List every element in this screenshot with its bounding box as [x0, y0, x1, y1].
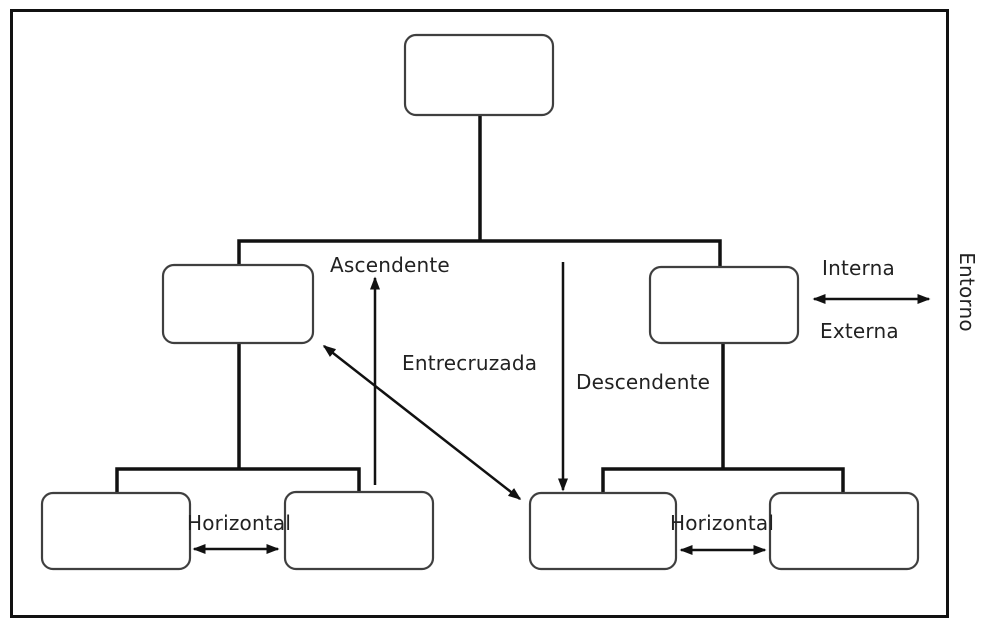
org-box-top	[403, 33, 555, 117]
org-box-mid-left	[161, 263, 315, 345]
label-horizontal-left: Horizontal	[187, 511, 291, 535]
label-externa: Externa	[820, 319, 899, 343]
label-entrecruzada: Entrecruzada	[402, 351, 537, 375]
flow-arrows	[192, 262, 931, 555]
label-entorno: Entorno	[955, 252, 979, 332]
entrecruzada-arrow	[322, 345, 522, 500]
connector-right-bar	[601, 467, 845, 494]
label-interna: Interna	[822, 256, 895, 280]
label-ascendente: Ascendente	[330, 253, 450, 277]
label-descendente: Descendente	[576, 370, 710, 394]
org-box-mid-right	[648, 265, 800, 345]
connector-top-bar	[237, 239, 722, 268]
org-boxes	[40, 33, 920, 571]
org-box-bottom-left-1	[40, 491, 192, 571]
org-box-bottom-left-2	[283, 490, 435, 571]
org-box-bottom-right-1	[528, 491, 678, 571]
org-box-bottom-right-2	[768, 491, 920, 571]
outer-border	[10, 9, 949, 618]
label-horizontal-right: Horizontal	[670, 511, 774, 535]
connector-left-bar	[115, 467, 361, 494]
diagram-labels: Ascendente Entrecruzada Descendente Hori…	[187, 252, 979, 535]
